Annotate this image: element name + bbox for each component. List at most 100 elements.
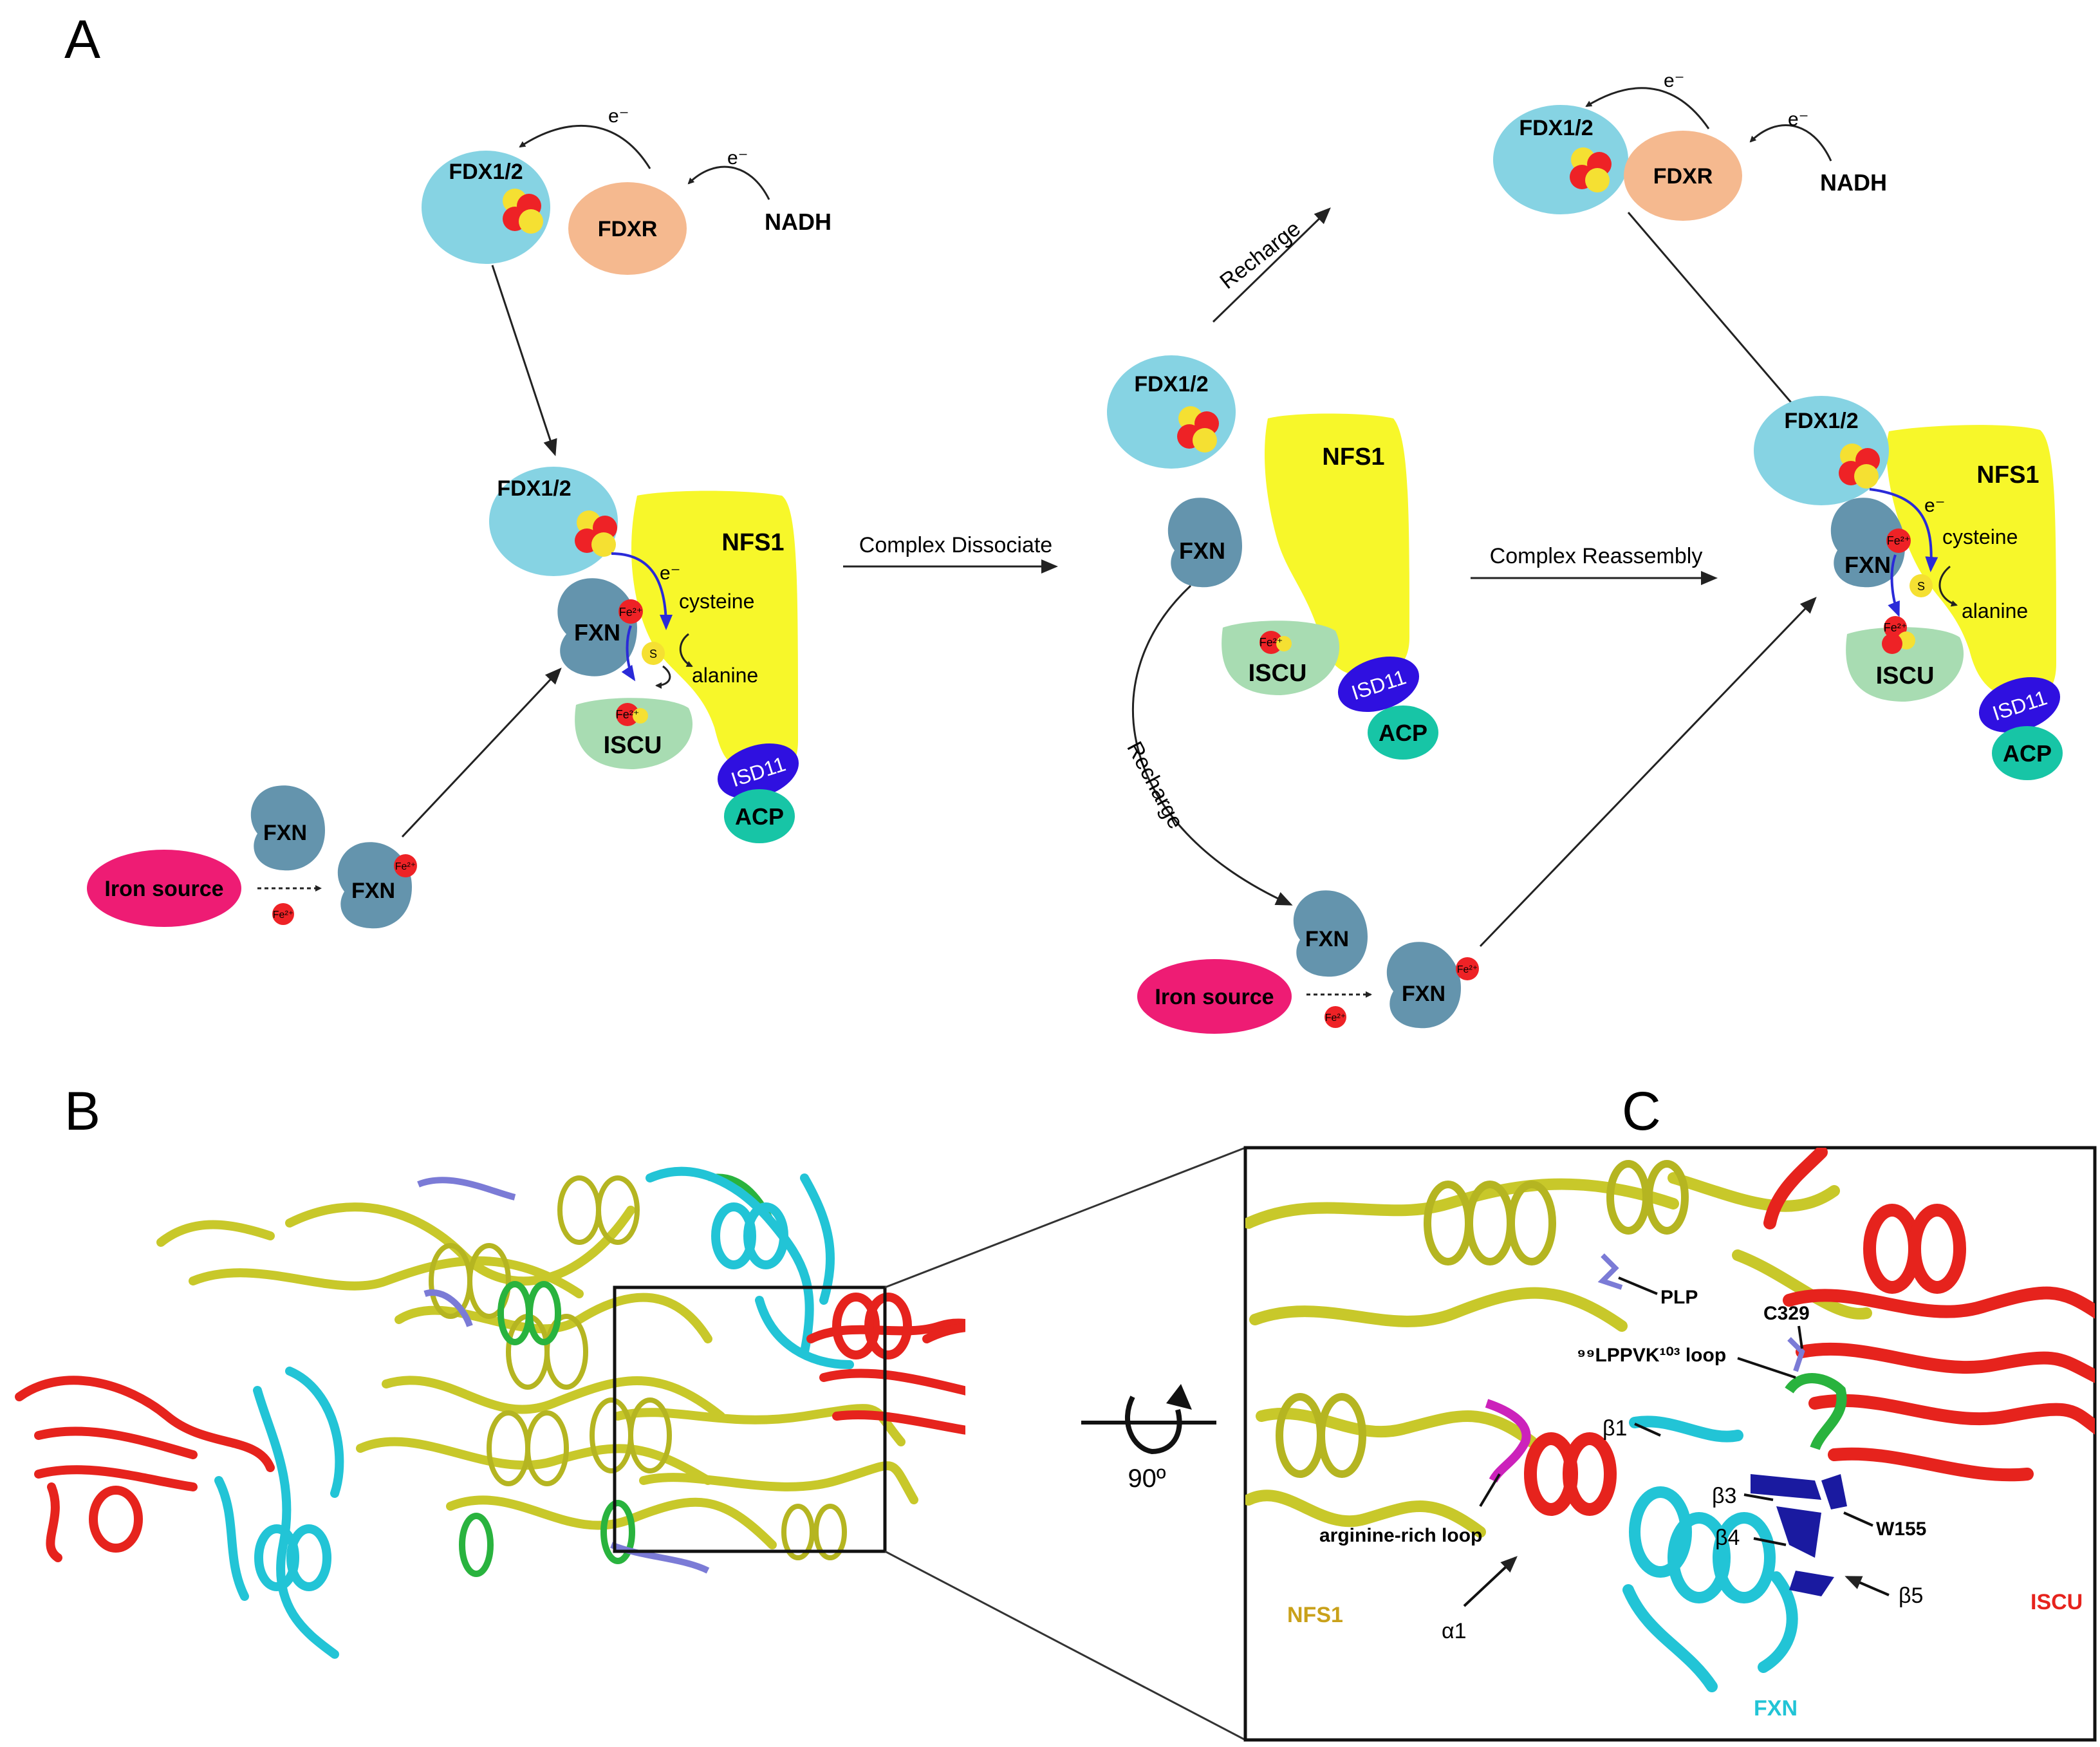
alanine-label: alanine (692, 664, 758, 687)
recharge-bottom-arrow (1131, 584, 1293, 906)
iscu-shape (575, 698, 693, 769)
panel-c-structure (1245, 1148, 2095, 1692)
fe-on-fxn-right-icon (1886, 528, 1911, 553)
electron-arrow-right (687, 165, 770, 200)
fe-iscu-right-label: Fe²⁺ (1884, 621, 1908, 634)
panel-label-b: B (64, 1081, 100, 1141)
fe-free-label: Fe²⁺ (273, 910, 293, 920)
electron-right-label-top: e⁻ (1664, 70, 1685, 91)
acp-ellipse (724, 789, 795, 843)
panel-label-c: C (1622, 1081, 1661, 1141)
electron-arrow-top (519, 124, 651, 169)
green-loop-c (1785, 1373, 1847, 1451)
fe-iscu-right-icon-2 (1882, 633, 1902, 654)
isd11-free-ellipse (1337, 656, 1420, 713)
panel-c-frame (1243, 1146, 2097, 1742)
fxn-free-shape (250, 785, 325, 871)
cysteine-label: cysteine (679, 590, 754, 613)
fdxr-ellipse (568, 182, 687, 275)
fe-free-middle-label: Fe²⁺ (1325, 1013, 1346, 1023)
sulfur-arrow (655, 665, 671, 689)
loop-label: ⁹⁹LPPVK¹⁰³ loop (1577, 1345, 1726, 1366)
nfs1-label: NFS1 (721, 529, 784, 556)
fe-loaded-label: Fe²⁺ (395, 861, 416, 872)
panel-b-structure (15, 1166, 965, 1659)
iron-source-middle-ellipse (1137, 959, 1292, 1034)
fdx-ellipse (422, 151, 550, 264)
electron-right-label-right: e⁻ (1788, 109, 1809, 130)
zoom-line-bottom (884, 1550, 1246, 1741)
fxn-beta-strands-c (1751, 1474, 1847, 1596)
electron-path-blue (611, 552, 673, 630)
fdxr-right-ellipse (1624, 131, 1742, 221)
fxn-free-bottom-label: FXN (1305, 927, 1349, 951)
arrow-fdx-right-to-complex (1627, 212, 1804, 418)
fxn-cyan-left (214, 1367, 344, 1659)
electron-right-arrow-right (1749, 124, 1832, 162)
iscu-free-label: ISCU (1249, 660, 1307, 687)
cysteine-right-label: cysteine (1942, 525, 2018, 548)
fes-cluster-right-icon (1570, 147, 1612, 192)
nfs1-helices-c (1276, 1160, 1689, 1478)
fe-iscu-free-icon (1259, 631, 1283, 654)
plp-label: PLP (1660, 1287, 1698, 1308)
fdxr-label: FDXR (598, 217, 658, 241)
complex-dissociate-label: Complex Dissociate (859, 533, 1052, 557)
electron-right-inner-label: e⁻ (1924, 495, 1946, 516)
fe-on-fxn-right-label: Fe²⁺ (1887, 534, 1911, 547)
arrow-fdx-to-complex (491, 265, 557, 456)
fe-on-fxn-label: Fe²⁺ (619, 606, 643, 619)
beta3-label: β3 (1712, 1484, 1736, 1508)
electron-inner-label: e⁻ (660, 563, 681, 584)
fes-cluster-right-complex-icon (1839, 444, 1880, 489)
nfs1-free-shape (1265, 413, 1409, 676)
nadh-label: NADH (765, 209, 832, 235)
fes-cluster-complex-icon (575, 510, 617, 557)
recharge-top-label: Recharge (1215, 216, 1305, 294)
c329-sticks (1787, 1337, 1805, 1372)
iscu-free-shape (1222, 621, 1340, 695)
electron-right-path-blue (1869, 488, 1938, 572)
acp-free-ellipse (1368, 705, 1438, 760)
alpha1-label: α1 (1442, 1619, 1467, 1643)
electron-label-right: e⁻ (727, 147, 748, 169)
fe-iscu-icon (616, 703, 639, 726)
arrow-fxn-to-complex (401, 668, 562, 838)
fxn-free-middle-shape (1167, 498, 1242, 588)
acp-free-label: ACP (1379, 720, 1427, 746)
recharge-top-arrow (1212, 207, 1331, 323)
iscu-right-shape (1846, 627, 1964, 702)
beta5-label: β5 (1899, 1584, 1923, 1608)
iscu-label: ISCU (604, 732, 662, 759)
sulfur-icon (642, 642, 665, 665)
acp-right-ellipse (1992, 726, 2063, 780)
fe-on-fxn-icon (618, 599, 643, 624)
panel-label-a: A (64, 9, 100, 70)
nfs1-shape (631, 490, 798, 772)
panel-c-annotations: PLP C329 ⁹⁹LPPVK¹⁰³ loop β1 β3 β4 β5 W15… (1287, 1276, 2083, 1721)
s-iscu-free-icon (1276, 636, 1292, 651)
isd11-ellipse (717, 743, 799, 799)
fe-free-icon (272, 903, 294, 925)
fxn-loaded-label: FXN (351, 879, 395, 903)
nadh-right-label: NADH (1820, 169, 1887, 196)
arrow-to-reassembly (1479, 597, 1817, 948)
fxn-free-bottom-shape (1293, 890, 1368, 977)
fe-loaded-icon (394, 854, 417, 877)
rotation-90-icon (1081, 1384, 1216, 1455)
fes-cluster-free-icon (1177, 406, 1219, 453)
fe-iscu-label: Fe²⁺ (616, 708, 640, 721)
fdx-right-complex-label: FDX1/2 (1784, 409, 1858, 433)
complex-reassembly-label: Complex Reassembly (1490, 544, 1703, 568)
fxn-c-label: FXN (1754, 1696, 1798, 1721)
fxn-free-middle-label: FXN (1179, 537, 1225, 564)
panel-a-middle: FDX1/2 NFS1 FXN Fe²⁺ ISCU ISD11 ACP Rech… (1107, 207, 1817, 1034)
fxn-ribbons-c (1622, 1415, 1798, 1692)
cysteine-to-alanine-arrow (679, 633, 693, 668)
fxn-free-label: FXN (263, 821, 307, 845)
fxn-loaded-shape (337, 842, 412, 929)
fe-iscu-free-label: Fe²⁺ (1259, 636, 1283, 649)
fe-transfer-arrow (621, 625, 636, 682)
rotation-label: 90º (1128, 1464, 1166, 1493)
